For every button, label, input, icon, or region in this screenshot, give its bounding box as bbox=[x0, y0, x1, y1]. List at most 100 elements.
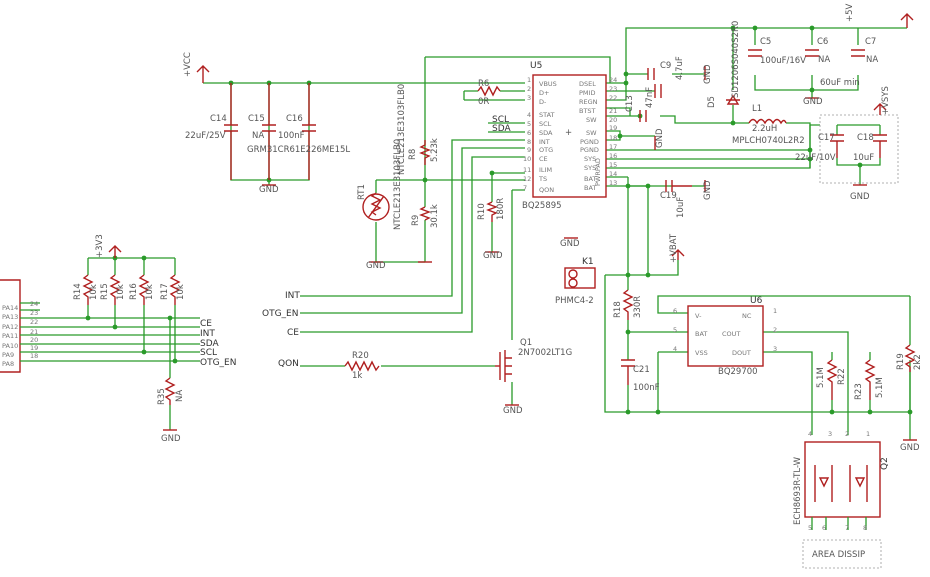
svg-text:22uF/10V: 22uF/10V bbox=[795, 153, 836, 163]
svg-text:SCL: SCL bbox=[492, 115, 509, 125]
svg-text:GND: GND bbox=[703, 180, 713, 200]
svg-text:1: 1 bbox=[773, 307, 777, 315]
svg-text:VSS: VSS bbox=[695, 349, 708, 357]
svg-text:R6: R6 bbox=[478, 79, 489, 89]
svg-text:PA9: PA9 bbox=[2, 351, 14, 359]
svg-text:5: 5 bbox=[527, 120, 531, 128]
svg-text:5.23k: 5.23k bbox=[430, 138, 440, 162]
svg-text:GND: GND bbox=[161, 434, 181, 444]
svg-text:CE: CE bbox=[287, 328, 299, 338]
svg-text:PMID: PMID bbox=[579, 89, 595, 97]
svg-text:5.1M: 5.1M bbox=[875, 377, 885, 398]
svg-text:PHMC4-2: PHMC4-2 bbox=[555, 296, 594, 306]
svg-text:19: 19 bbox=[609, 124, 617, 132]
svg-text:GND: GND bbox=[850, 192, 870, 202]
svg-text:R8: R8 bbox=[408, 149, 418, 160]
svg-text:+: + bbox=[565, 128, 572, 138]
svg-text:22: 22 bbox=[30, 318, 38, 326]
svg-text:R10: R10 bbox=[477, 203, 487, 220]
svg-text:D+: D+ bbox=[539, 89, 549, 97]
svg-text:6: 6 bbox=[673, 307, 677, 315]
svg-text:SW: SW bbox=[586, 116, 597, 124]
svg-text:DOUT: DOUT bbox=[732, 349, 751, 357]
svg-text:21: 21 bbox=[609, 107, 617, 115]
svg-text:+5V: +5V bbox=[845, 3, 855, 22]
svg-text:23: 23 bbox=[30, 309, 38, 317]
svg-text:K1: K1 bbox=[582, 257, 594, 267]
svg-text:+3V3: +3V3 bbox=[95, 234, 105, 258]
svg-text:SCL: SCL bbox=[539, 120, 552, 128]
svg-text:NC: NC bbox=[742, 312, 752, 320]
svg-text:BTST: BTST bbox=[579, 107, 596, 115]
svg-text:REGN: REGN bbox=[579, 98, 598, 106]
svg-text:QON: QON bbox=[539, 186, 554, 194]
svg-text:C9: C9 bbox=[660, 61, 671, 71]
svg-text:2.2uH: 2.2uH bbox=[752, 124, 777, 134]
svg-text:10uF: 10uF bbox=[853, 153, 874, 163]
svg-text:9: 9 bbox=[527, 146, 531, 154]
svg-text:C18: C18 bbox=[857, 133, 874, 143]
svg-text:5: 5 bbox=[808, 524, 812, 532]
svg-text:C21: C21 bbox=[633, 365, 650, 375]
svg-text:10k: 10k bbox=[176, 284, 186, 300]
svg-text:1k: 1k bbox=[352, 371, 362, 381]
svg-text:10: 10 bbox=[523, 155, 531, 163]
svg-text:NA: NA bbox=[866, 55, 878, 65]
svg-text:1: 1 bbox=[527, 76, 531, 84]
svg-text:NA: NA bbox=[175, 390, 185, 402]
svg-text:C5: C5 bbox=[760, 37, 771, 47]
svg-text:C13: C13 bbox=[625, 95, 635, 112]
svg-text:R17: R17 bbox=[160, 283, 170, 300]
svg-text:OTG: OTG bbox=[539, 146, 553, 154]
svg-text:330R: 330R bbox=[633, 296, 643, 318]
svg-text:NA: NA bbox=[818, 55, 830, 65]
svg-text:AREA DISSIP: AREA DISSIP bbox=[812, 550, 865, 560]
svg-text:L1: L1 bbox=[752, 104, 762, 114]
svg-text:SD1206S040S2R0: SD1206S040S2R0 bbox=[731, 21, 741, 98]
svg-text:D-: D- bbox=[539, 98, 547, 106]
svg-text:PA11: PA11 bbox=[2, 332, 18, 340]
svg-text:SYS: SYS bbox=[584, 164, 596, 172]
svg-text:21: 21 bbox=[30, 328, 38, 336]
svg-text:GND: GND bbox=[560, 239, 580, 249]
svg-text:60uF min: 60uF min bbox=[820, 78, 860, 88]
u5-left-pins: VBUS D+ D- STAT SCL SDA INT OTG CE ILIM … bbox=[538, 80, 557, 194]
svg-text:C16: C16 bbox=[286, 114, 303, 124]
svg-text:R35: R35 bbox=[157, 388, 167, 405]
u6-chip: U6 BQ29700 V- BAT VSS NC COUT DOUT 65 41… bbox=[673, 296, 777, 377]
svg-text:INT: INT bbox=[200, 329, 215, 339]
svg-text:VBUS: VBUS bbox=[539, 80, 557, 88]
svg-text:NTCLE213E3103FLB0: NTCLE213E3103FLB0 bbox=[393, 139, 403, 230]
svg-text:20: 20 bbox=[609, 116, 617, 124]
svg-text:GND: GND bbox=[803, 97, 823, 107]
svg-text:11: 11 bbox=[523, 166, 531, 174]
svg-text:C7: C7 bbox=[865, 37, 876, 47]
svg-text:0R: 0R bbox=[478, 97, 489, 107]
svg-text:GRM31CR61E226ME15L: GRM31CR61E226ME15L bbox=[247, 145, 350, 155]
svg-text:2N7002LT1G: 2N7002LT1G bbox=[518, 348, 572, 358]
u5-chip: U5 BQ25895 + PWRPAD VBUS D+ D- STAT SCL … bbox=[522, 61, 617, 211]
svg-text:PWRPAD: PWRPAD bbox=[594, 158, 602, 186]
svg-text:19: 19 bbox=[30, 344, 38, 352]
svg-text:180R: 180R bbox=[496, 198, 506, 220]
svg-text:20: 20 bbox=[30, 336, 38, 344]
svg-text:24: 24 bbox=[609, 76, 617, 84]
svg-text:17: 17 bbox=[609, 143, 617, 151]
svg-text:R22: R22 bbox=[837, 368, 847, 385]
svg-text:3: 3 bbox=[828, 430, 832, 438]
svg-text:DSEL: DSEL bbox=[579, 80, 596, 88]
u6-ref: U6 bbox=[750, 296, 763, 306]
svg-text:PA14: PA14 bbox=[2, 304, 18, 312]
svg-text:BAT: BAT bbox=[584, 184, 596, 192]
svg-text:D5: D5 bbox=[707, 96, 717, 108]
labels: +VCC C14 22uF/25V C15 NA C16 100nF GRM31… bbox=[73, 3, 923, 453]
svg-text:SDA: SDA bbox=[492, 124, 511, 134]
svg-text:C14: C14 bbox=[210, 114, 227, 124]
svg-text:100nF: 100nF bbox=[278, 131, 305, 141]
svg-text:GND: GND bbox=[900, 443, 920, 453]
u5-right-pins: DSEL PMID REGN BTST SW SW PGND PGND SYS … bbox=[579, 80, 599, 192]
svg-text:CE: CE bbox=[200, 319, 212, 329]
svg-text:INT: INT bbox=[539, 138, 550, 146]
svg-text:2: 2 bbox=[527, 85, 531, 93]
